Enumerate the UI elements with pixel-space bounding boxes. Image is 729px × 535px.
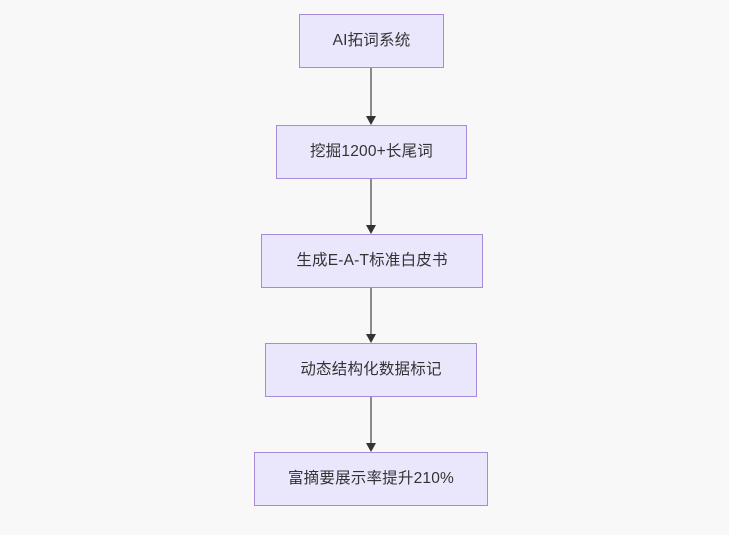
edge-line: [370, 288, 373, 335]
flow-edge-2-3: [366, 179, 377, 234]
flow-node-label: 生成E-A-T标准白皮书: [296, 252, 448, 270]
flow-node-1[interactable]: AI拓词系统: [299, 14, 444, 68]
flow-edge-4-5: [366, 397, 377, 452]
flow-edge-3-4: [366, 288, 377, 343]
edge-line: [370, 397, 373, 444]
arrow-head-icon: [366, 116, 376, 125]
flow-node-5[interactable]: 富摘要展示率提升210%: [254, 452, 488, 506]
flow-node-label: 挖掘1200+长尾词: [309, 143, 434, 161]
arrow-head-icon: [366, 225, 376, 234]
flow-node-4[interactable]: 动态结构化数据标记: [265, 343, 477, 397]
flow-node-label: AI拓词系统: [332, 32, 411, 50]
flow-node-label: 动态结构化数据标记: [300, 361, 442, 379]
arrow-head-icon: [366, 443, 376, 452]
flow-node-2[interactable]: 挖掘1200+长尾词: [276, 125, 467, 179]
edge-line: [370, 68, 373, 117]
flow-node-3[interactable]: 生成E-A-T标准白皮书: [261, 234, 483, 288]
arrow-head-icon: [366, 334, 376, 343]
edge-line: [370, 179, 373, 226]
flow-node-label: 富摘要展示率提升210%: [287, 470, 455, 488]
flow-edge-1-2: [366, 68, 377, 125]
